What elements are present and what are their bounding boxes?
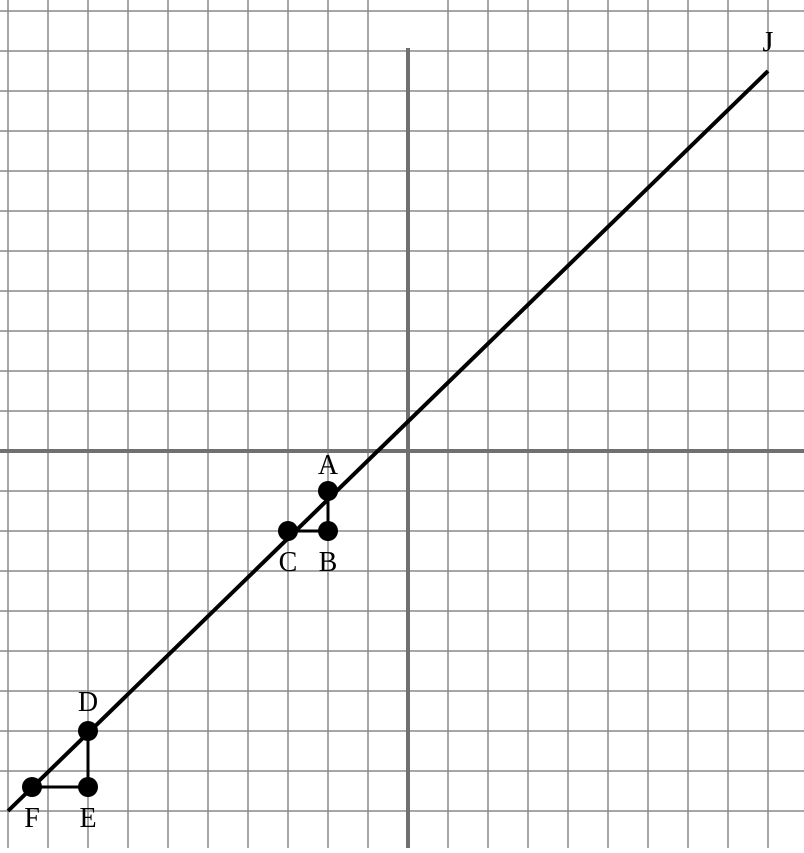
point-label-c: C (279, 547, 298, 578)
point-label-a: A (318, 450, 339, 481)
point-d (78, 721, 98, 741)
point-label-d: D (78, 687, 98, 718)
point-labels: A BC D E F (24, 450, 339, 834)
point-e (78, 777, 98, 797)
point-a (318, 481, 338, 501)
axes (0, 48, 804, 848)
point-label-b: B (319, 547, 338, 578)
point-label-e: E (79, 803, 96, 834)
line-j (6, 69, 770, 813)
points (22, 481, 338, 797)
point-c (278, 521, 298, 541)
point-b (318, 521, 338, 541)
point-f (22, 777, 42, 797)
line-end-label-j: J (763, 27, 774, 58)
point-label-f: F (24, 803, 40, 834)
